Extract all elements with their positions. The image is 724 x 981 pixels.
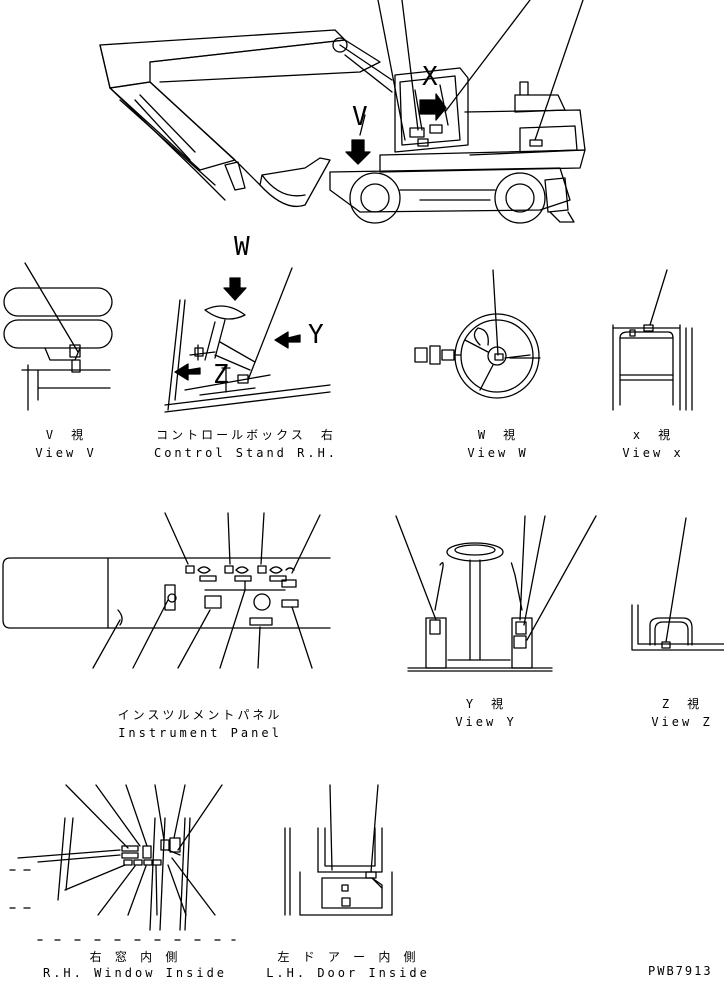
- caption-control-stand-jp: コントロールボックス 右: [156, 428, 336, 442]
- caption-lh-door-en: L.H. Door Inside: [266, 966, 430, 980]
- caption-rh-window-en: R.H. Window Inside: [42, 966, 228, 980]
- caption-view-y-jp: Y 視: [465, 697, 507, 711]
- control-stand-drawing: [164, 267, 331, 413]
- rh-window-drawing: [9, 784, 236, 941]
- view-x-drawing: [612, 269, 693, 411]
- caption-view-w-en: View W: [467, 446, 529, 460]
- marker-x: X: [422, 62, 438, 92]
- drawing-code: PWB7913: [648, 964, 713, 978]
- caption-view-x-en: View x: [622, 446, 684, 460]
- marker-z: Z: [213, 360, 229, 390]
- caption-view-z-jp: Z 視: [661, 697, 703, 711]
- marker-y: Y: [308, 320, 324, 350]
- caption-view-x-jp: x 視: [632, 428, 674, 442]
- marker-v: V: [352, 102, 368, 132]
- view-w-drawing: [414, 269, 541, 399]
- view-z-drawing: [631, 517, 724, 651]
- caption-instrument-panel-en: Instrument Panel: [118, 726, 282, 740]
- caption-view-v-en: View V: [35, 446, 97, 460]
- caption-instrument-panel-jp: インスツルメントパネル: [117, 708, 283, 722]
- caption-lh-door-jp: 左 ド ア ー 内 側: [277, 950, 419, 964]
- caption-control-stand-en: Control Stand R.H.: [153, 446, 339, 460]
- caption-view-y-en: View Y: [455, 715, 517, 729]
- marker-w: W: [234, 232, 250, 262]
- caption-rh-window-jp: 右 窓 内 側: [89, 950, 181, 964]
- view-y-drawing: [395, 515, 597, 672]
- excavator-overview: [99, 0, 586, 224]
- caption-view-v-jp: V 視: [45, 428, 87, 442]
- view-v-drawing: [3, 262, 113, 411]
- caption-view-z-en: View Z: [651, 715, 713, 729]
- caption-view-w-jp: W 視: [477, 428, 519, 442]
- lh-door-drawing: [284, 784, 393, 916]
- instrument-panel-drawing: [2, 512, 331, 669]
